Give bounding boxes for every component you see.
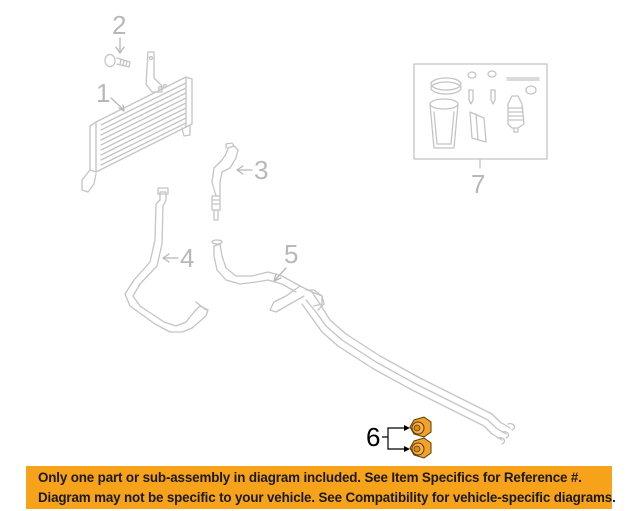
screw-part[interactable] bbox=[104, 53, 131, 68]
leader-lines bbox=[110, 37, 287, 282]
callout-7: 7 bbox=[471, 169, 485, 199]
nut-bottom[interactable] bbox=[409, 437, 432, 459]
disclaimer-line-2: Diagram may not be specific to your vehi… bbox=[38, 490, 616, 505]
disclaimer-banner: Only one part or sub-assembly in diagram… bbox=[26, 466, 616, 509]
callout-3: 3 bbox=[254, 155, 268, 185]
cooler-line-part[interactable] bbox=[211, 239, 516, 445]
callout-4: 4 bbox=[180, 243, 194, 273]
callout-2: 2 bbox=[112, 10, 126, 40]
filter-kit-part[interactable] bbox=[413, 63, 548, 169]
oil-cooler-part[interactable] bbox=[81, 51, 193, 193]
callout-5: 5 bbox=[284, 239, 298, 269]
return-hose-part[interactable] bbox=[124, 187, 209, 333]
nut-top[interactable] bbox=[409, 416, 432, 438]
callout-1: 1 bbox=[96, 78, 110, 108]
nuts-part[interactable]: 6 bbox=[366, 416, 432, 459]
callout-6: 6 bbox=[366, 422, 380, 452]
disclaimer-line-1: Only one part or sub-assembly in diagram… bbox=[38, 470, 582, 485]
connector-hose-part[interactable] bbox=[211, 142, 239, 221]
